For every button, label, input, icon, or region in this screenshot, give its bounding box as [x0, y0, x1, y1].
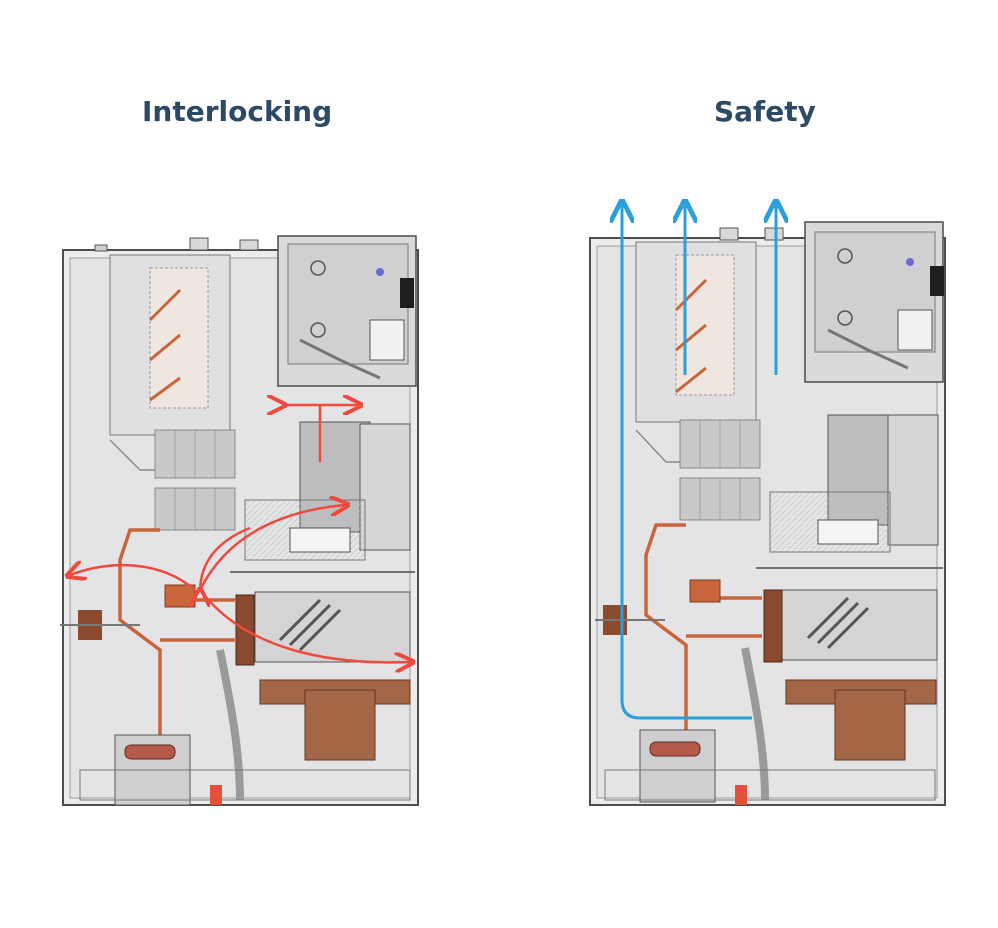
- arrow-to-truck: [198, 505, 345, 591]
- switchgear-right: [589, 221, 946, 806]
- interlocking-arrows: [70, 405, 410, 662]
- arrow-to-left: [70, 565, 196, 591]
- arrow-to-right: [204, 595, 410, 662]
- interlocking-title: Interlocking: [142, 95, 333, 128]
- switchgear-left: [60, 235, 419, 806]
- safety-arrows: [622, 205, 776, 720]
- gas-exhaust-path-arrow: [622, 205, 752, 720]
- safety-title: Safety: [714, 95, 816, 128]
- arrow-curve-up: [200, 526, 251, 592]
